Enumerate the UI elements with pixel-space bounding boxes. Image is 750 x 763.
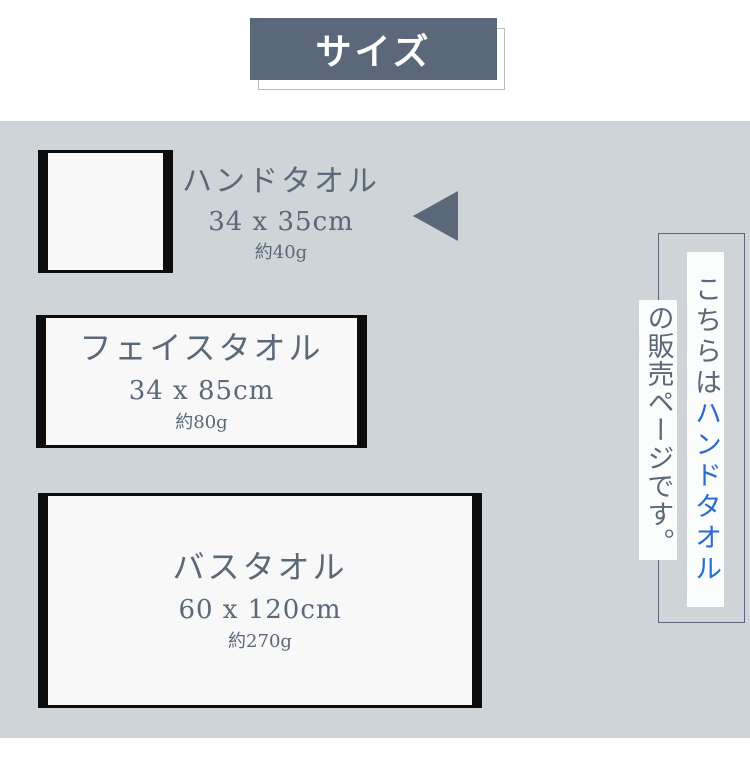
face-towel-name: フェイスタオル [79, 328, 324, 367]
hand-towel-label: ハンドタオル 34 x 35cm 約40g [175, 167, 387, 262]
bath-towel-swatch: バスタオル 60 x 120cm 約270g [38, 493, 482, 708]
bath-towel-size: 60 x 120cm [178, 594, 342, 625]
note-line-1: こちらはハンドタオル [687, 252, 724, 607]
left-pointing-triangle-icon [413, 191, 458, 241]
hand-towel-name: ハンドタオル [182, 164, 380, 199]
note-highlight: ハンドタオル [690, 398, 721, 585]
hand-towel-swatch [38, 150, 173, 273]
face-towel-weight: 約80g [175, 411, 228, 433]
page-title: サイズ [315, 31, 432, 73]
note-line-1-text: こちらはハンドタオル [690, 274, 721, 585]
note-prefix: こちらは [690, 274, 721, 399]
note-line-2-text: の販売ページです。 [642, 304, 674, 556]
bath-towel-name: バスタオル [172, 547, 348, 586]
face-towel-size: 34 x 85cm [128, 375, 275, 406]
note-line-2: の販売ページです。 [639, 300, 677, 560]
hand-towel-weight: 約40g [254, 242, 308, 263]
face-towel-swatch: フェイスタオル 34 x 85cm 約80g [36, 315, 367, 448]
hand-towel-size: 34 x 35cm [208, 207, 354, 237]
bath-towel-weight: 約270g [228, 630, 292, 652]
title-banner: サイズ [250, 18, 497, 80]
size-chart-panel: ハンドタオル 34 x 35cm 約40g フェイスタオル 34 x 85cm … [0, 121, 750, 738]
